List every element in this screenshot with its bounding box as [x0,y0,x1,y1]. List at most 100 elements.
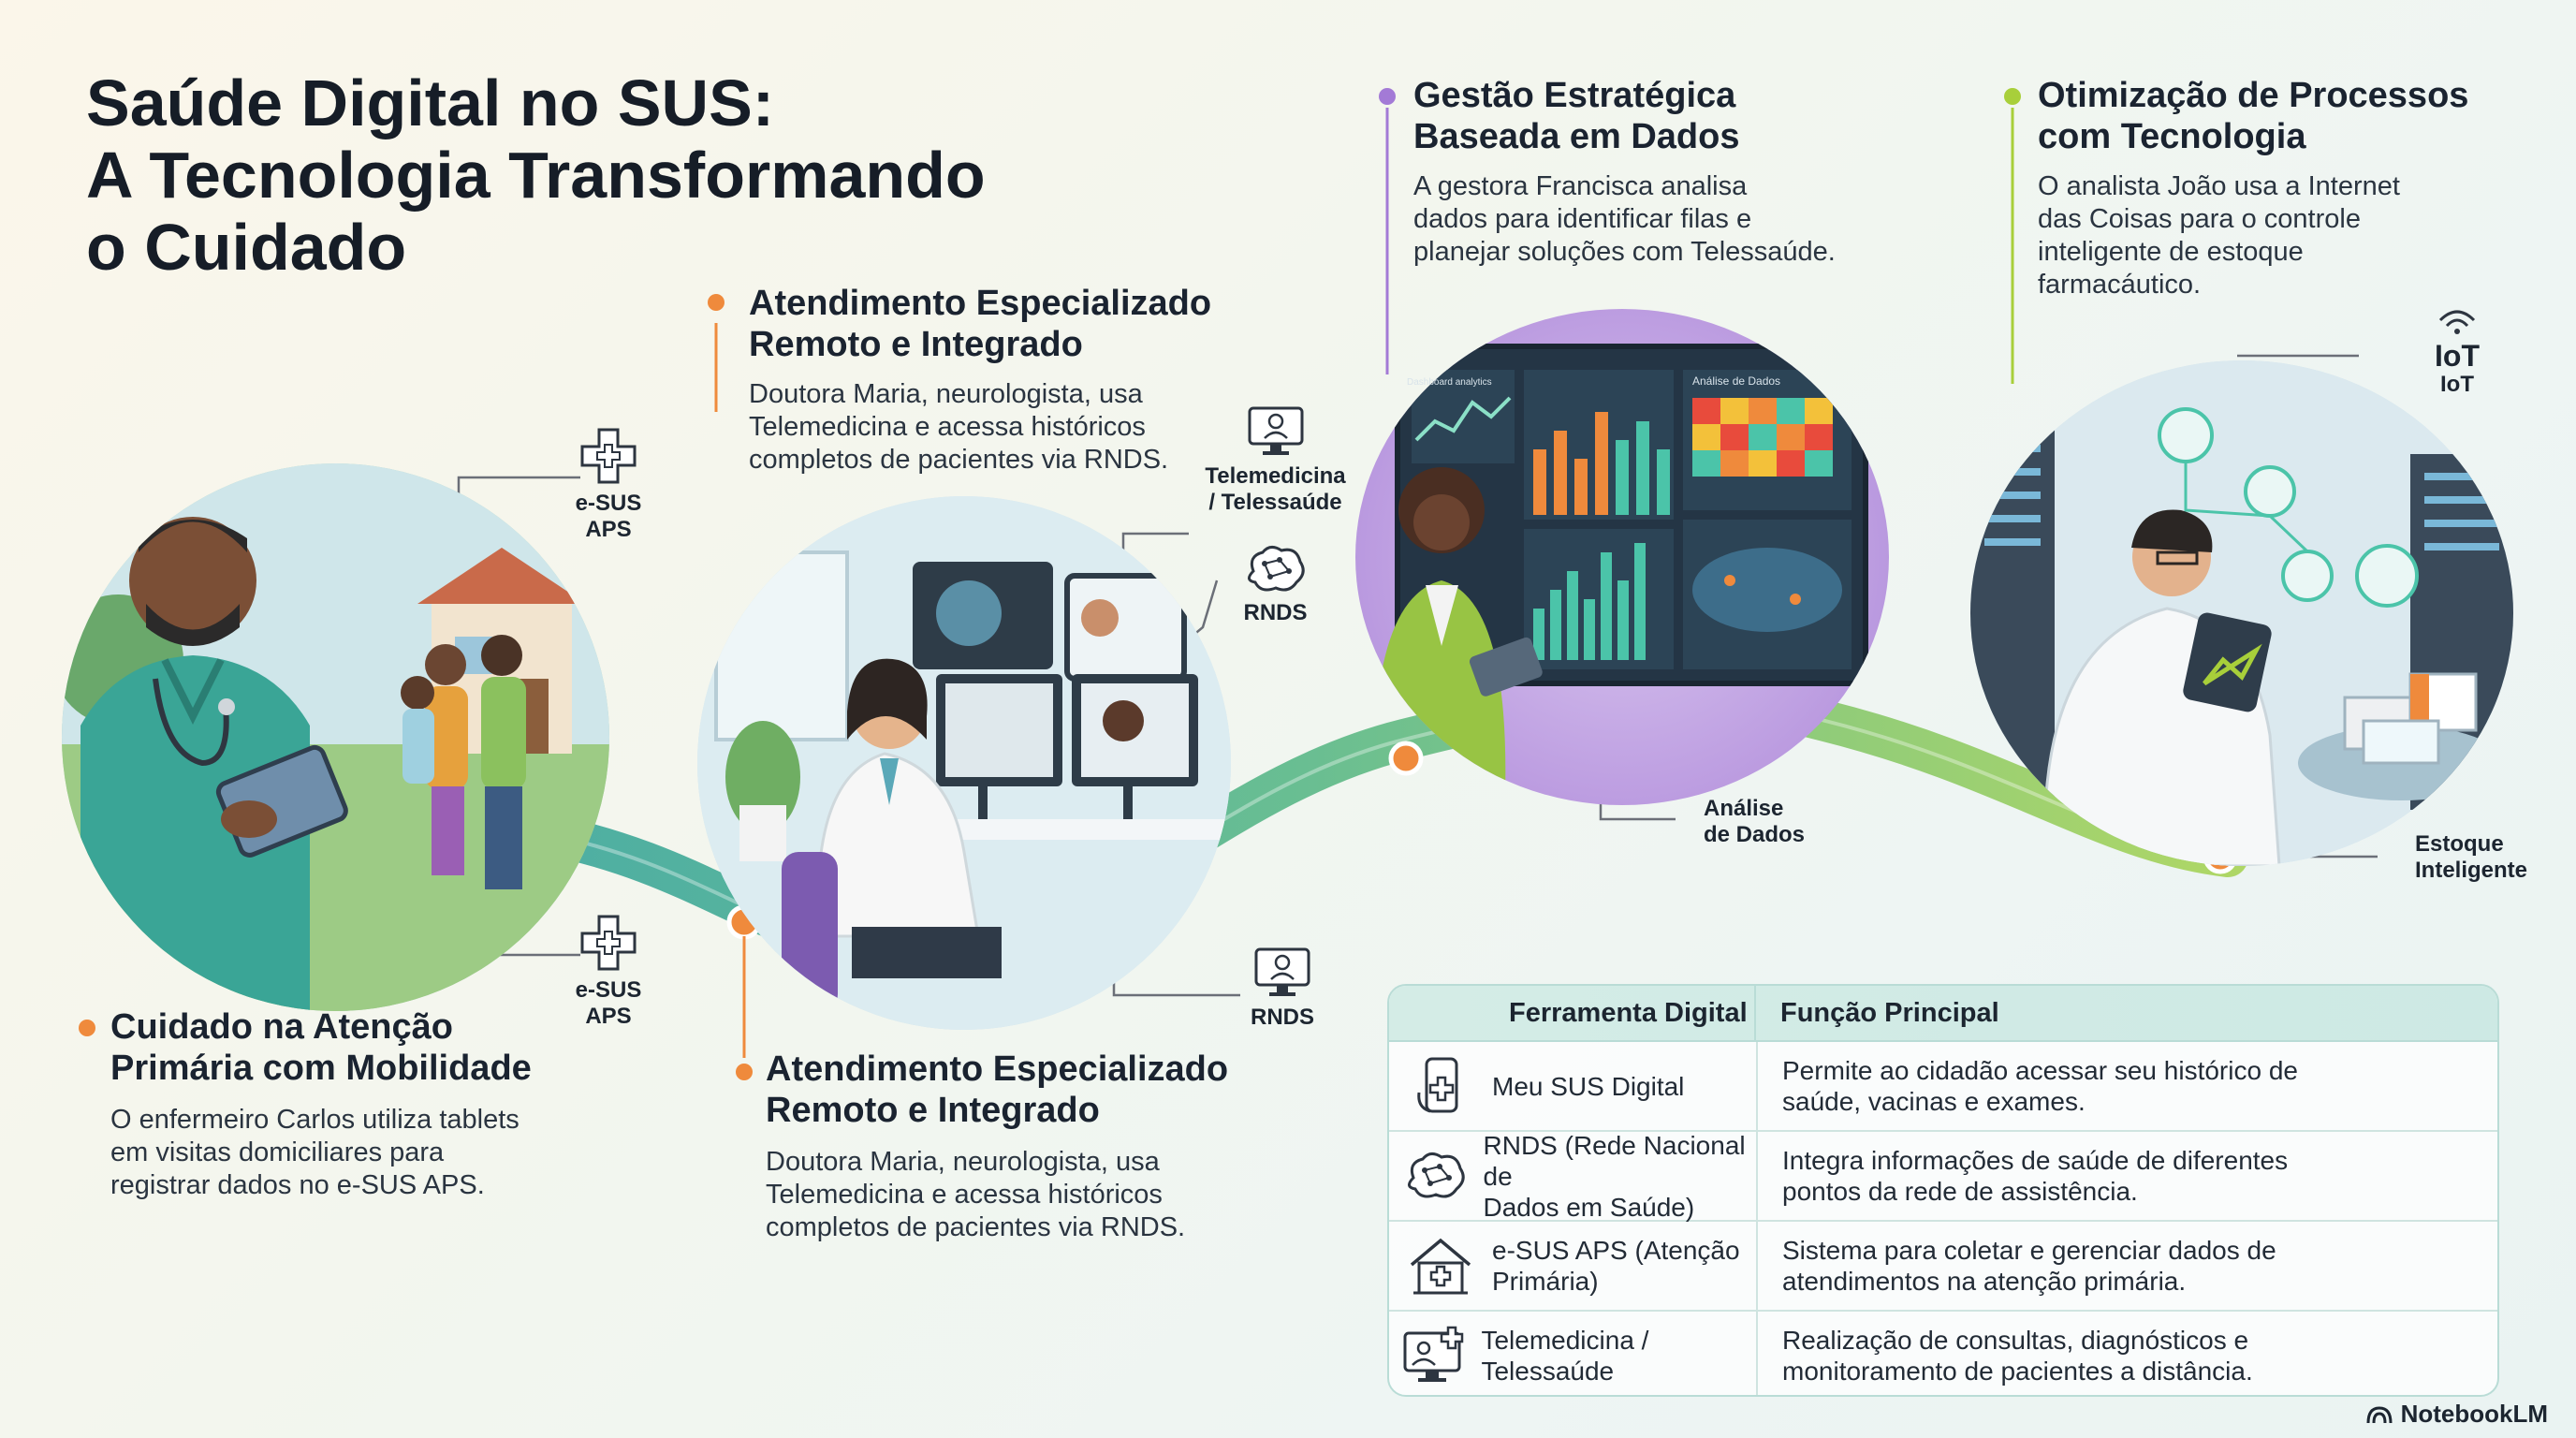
title-line-3: o Cuidado [86,211,407,284]
table-row: e-SUS APS (Atenção Primária) Sistema par… [1389,1222,2497,1312]
section-specialized-top-body-1: Doutora Maria, neurologista, usa [749,379,1143,409]
section-dot-orange [736,1064,753,1080]
manager-illustration [1373,344,1868,796]
section-optimization: Otimização de Processos com Tecnologia O… [2004,75,2468,301]
analyst-illustration [1970,360,2513,866]
header-tool: Ferramenta Digital [1389,986,1756,1040]
scene-telemedicine [697,496,1231,1030]
section-optimization-head-2: com Tecnologia [2038,117,2306,156]
callout-estoque-2: Inteligente [2415,858,2528,883]
wifi-icon [2438,310,2476,334]
section-primary-body-2: em visitas domiciliares para [110,1137,445,1167]
callout-telemedicine: Telemedicina / Telessaúde [1198,404,1353,516]
section-primary-head-1: Cuidado na Atenção [110,1007,453,1047]
telemedicine-monitor-icon [1403,1326,1464,1382]
section-optimization-body-4: farmacáutico. [2038,270,2202,300]
section-management-body-2: dados para identificar filas e [1413,204,1752,234]
section-specialized-top-body-3: completos de pacientes via RNDS. [749,445,1169,475]
screen-label-analysis: Análise de Dados [1692,374,1781,388]
section-primary-head-2: Primária com Mobilidade [110,1049,532,1088]
section-primary-body-1: O enfermeiro Carlos utiliza tablets [110,1105,520,1135]
tool-func-3b: atendimentos na atenção primária. [1782,1267,2187,1296]
scene-data-management [1355,309,1889,805]
tool-name-3a: e-SUS APS (Atenção [1492,1236,1740,1265]
tool-name-4: Telemedicina / Telessaúde [1481,1326,1649,1386]
section-specialized-bottom-body-3: completos de pacientes via RNDS. [766,1212,1186,1242]
section-specialized-bottom-body-2: Telemedicina e acessa históricos [766,1180,1163,1210]
section-specialized-top: Atendimento Especializado Remoto e Integ… [708,283,1212,477]
tool-name-3b: Primária) [1492,1267,1599,1296]
tool-func-1b: saúde, vacinas e exames. [1782,1087,2086,1116]
medical-cross-icon [580,428,637,484]
scene-iot-inventory [1970,360,2513,866]
callout-esus-top-2: APS [585,517,632,542]
tool-func-1a: Permite ao cidadão acessar seu histórico… [1782,1056,2298,1085]
section-management-head-1: Gestão Estratégica [1413,76,1736,115]
scene-primary-care [62,463,609,1011]
section-specialized-bottom-body-1: Doutora Maria, neurologista, usa [766,1147,1160,1177]
header-function: Função Principal [1780,997,1999,1028]
tool-name-2b: Dados em Saúde) [1483,1192,1695,1222]
callout-iot-big: IoT [2435,339,2480,373]
section-dot-lime [2004,88,2021,105]
section-optimization-body-1: O analista João usa a Internet [2038,171,2400,201]
table-header: Ferramenta Digital Função Principal [1389,986,2497,1042]
callout-rnds-bottom-label: RNDS [1250,1005,1314,1030]
section-specialized-bottom-head-2: Remoto e Integrado [766,1091,1100,1130]
callout-esus-top: e-SUS APS [571,426,646,543]
section-optimization-body-3: inteligente de estoque [2038,237,2304,267]
tools-table: Ferramenta Digital Função Principal Meu … [1387,984,2499,1397]
section-optimization-body-2: das Coisas para o controle [2038,204,2361,234]
tool-name-2a: RNDS (Rede Nacional de [1483,1130,1746,1191]
callout-esus-bottom-1: e-SUS [575,977,642,1003]
brain-network-icon [1408,1152,1465,1198]
callout-esus-bottom: e-SUS APS [571,913,646,1030]
tool-func-3a: Sistema para coletar e gerenciar dados d… [1782,1236,2276,1265]
section-specialized-top-head-1: Atendimento Especializado [749,284,1212,323]
table-row: RNDS (Rede Nacional de Dados em Saúde) I… [1389,1130,2497,1222]
callout-iot-small: IoT [2440,372,2474,397]
callout-data-analysis: Análise de Dados [1704,796,1805,848]
callout-esus-top-1: e-SUS [575,491,642,516]
tool-func-2a: Integra informações de saúde de diferent… [1782,1146,2289,1175]
brand-label: NotebookLM [2400,1400,2548,1428]
notebooklm-icon [2366,1405,2393,1423]
callout-estoque-1: Estoque [2415,831,2504,857]
callout-rnds-bottom: RNDS [1245,946,1320,1031]
nurse-illustration [62,463,609,1011]
callout-esus-bottom-2: APS [585,1004,632,1029]
health-house-icon [1410,1238,1471,1295]
monitor-doctor-icon [1254,947,1310,996]
tool-func-4a: Realização de consultas, diagnósticos e [1782,1326,2249,1355]
screen-label-dashboard: Dashboard analytics [1407,377,1492,388]
tool-func-4b: monitoramento de pacientes a distância. [1782,1357,2253,1386]
table-row: Telemedicina / Telessaúde Realização de … [1389,1312,2497,1395]
callout-iot: IoT IoT [2424,307,2490,398]
section-specialized-top-head-2: Remoto e Integrado [749,325,1083,364]
medical-cross-icon [580,915,637,971]
callout-smart-inventory: Estoque Inteligente [2415,831,2527,884]
monitor-doctor-icon [1248,406,1303,455]
section-dot-orange [708,294,724,311]
page-title: Saúde Digital no SUS: A Tecnologia Trans… [86,67,1022,284]
section-dot-purple [1379,88,1396,105]
title-line-1: Saúde Digital no SUS: [86,66,775,139]
section-specialized-top-body-2: Telemedicina e acessa históricos [749,412,1146,442]
section-primary-care: Cuidado na Atenção Primária com Mobilida… [79,1006,532,1202]
tool-name-1: Meu SUS Digital [1492,1071,1685,1101]
callout-rnds-top: RNDS [1236,543,1315,626]
section-specialized-bottom: Atendimento Especializado Remoto e Integ… [736,1049,1228,1244]
table-row: Meu SUS Digital Permite ao cidadão acess… [1389,1042,2497,1132]
callout-rnds-top-label: RNDS [1243,600,1308,625]
phone-health-icon [1417,1057,1458,1113]
title-line-2: A Tecnologia Transformando [86,139,986,212]
section-management-body-1: A gestora Francisca analisa [1413,171,1748,201]
callout-analise-1: Análise [1704,796,1784,821]
section-management: Gestão Estratégica Baseada em Dados A ge… [1379,75,1836,269]
brand-logo[interactable]: NotebookLM [2365,1400,2548,1429]
section-primary-body-3: registrar dados no e-SUS APS. [110,1170,485,1200]
tool-func-2b: pontos da rede de assistência. [1782,1177,2138,1206]
section-management-body-3: planejar soluções com Telessaúde. [1413,237,1836,267]
doctor-illustration [697,496,1231,1030]
section-dot-orange [79,1020,95,1036]
